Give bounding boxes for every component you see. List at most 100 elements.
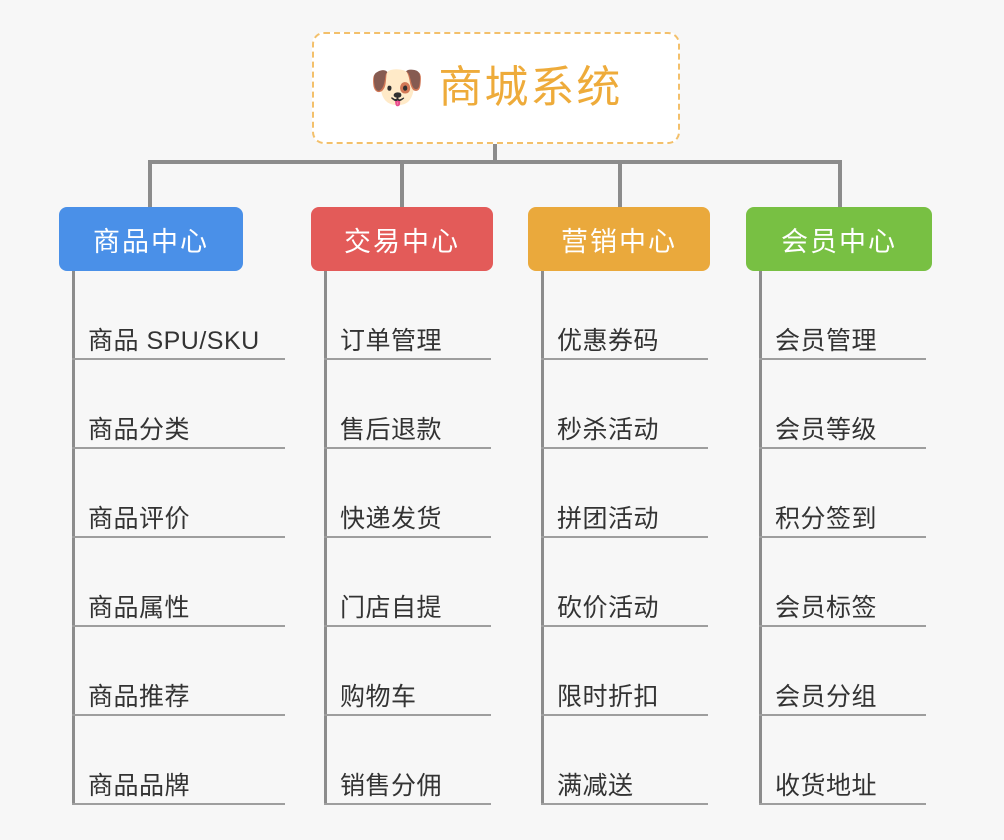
leaf-item-label: 砍价活动 — [557, 593, 660, 622]
leaf-item-label: 拼团活动 — [557, 504, 660, 533]
leaf-item-label: 优惠券码 — [557, 326, 660, 355]
leaf-underline — [72, 447, 285, 449]
leaf-underline — [324, 358, 491, 360]
leaf-underline — [541, 625, 708, 627]
leaf-underline — [324, 714, 491, 716]
leaf-item-label: 商品推荐 — [88, 682, 191, 711]
leaf-item[interactable]: 门店自提 — [311, 538, 493, 627]
leaf-item-label: 会员等级 — [775, 415, 878, 444]
column-header-label: 会员中心 — [781, 226, 897, 257]
leaf-item[interactable]: 商品品牌 — [59, 716, 285, 805]
connector-drop-member-center — [838, 160, 842, 208]
leaf-item[interactable]: 订单管理 — [311, 271, 493, 360]
connector-spine-trade-center — [324, 271, 327, 805]
leaf-item-label: 限时折扣 — [557, 682, 660, 711]
leaf-item[interactable]: 商品 SPU/SKU — [59, 271, 285, 360]
leaf-item[interactable]: 砍价活动 — [528, 538, 710, 627]
leaf-item[interactable]: 收货地址 — [746, 716, 932, 805]
leaf-item-label: 订单管理 — [340, 326, 443, 355]
column-header-marketing-center[interactable]: 营销中心 — [528, 207, 710, 271]
leaf-item[interactable]: 购物车 — [311, 627, 493, 716]
leaf-underline — [759, 358, 926, 360]
leaf-item[interactable]: 会员分组 — [746, 627, 932, 716]
root-title: 商城系统 — [438, 63, 623, 112]
connector-spine-marketing-center — [541, 271, 544, 805]
leaf-item-label: 会员标签 — [775, 593, 878, 622]
leaf-item[interactable]: 满减送 — [528, 716, 710, 805]
leaf-item[interactable]: 售后退款 — [311, 360, 493, 449]
leaf-item-label: 门店自提 — [340, 593, 443, 622]
connector-horizontal-bar — [148, 160, 840, 164]
leaf-underline — [759, 447, 926, 449]
leaf-item-label: 收货地址 — [775, 771, 878, 800]
leaf-underline — [541, 536, 708, 538]
leaf-item[interactable]: 秒杀活动 — [528, 360, 710, 449]
column-trade-center: 交易中心订单管理售后退款快递发货门店自提购物车销售分佣 — [311, 207, 493, 805]
leaf-item[interactable]: 限时折扣 — [528, 627, 710, 716]
leaf-item[interactable]: 会员管理 — [746, 271, 932, 360]
leaf-item[interactable]: 商品评价 — [59, 449, 285, 538]
leaf-stack-member-center: 会员管理会员等级积分签到会员标签会员分组收货地址 — [746, 271, 932, 805]
leaf-item-label: 商品分类 — [88, 415, 191, 444]
leaf-item-label: 购物车 — [340, 682, 417, 711]
column-marketing-center: 营销中心优惠券码秒杀活动拼团活动砍价活动限时折扣满减送 — [528, 207, 710, 805]
connector-drop-product-center — [148, 160, 152, 208]
leaf-stack-trade-center: 订单管理售后退款快递发货门店自提购物车销售分佣 — [311, 271, 493, 805]
leaf-underline — [72, 625, 285, 627]
column-header-label: 商品中心 — [93, 226, 209, 257]
leaf-underline — [759, 803, 926, 805]
leaf-underline — [541, 358, 708, 360]
column-header-member-center[interactable]: 会员中心 — [746, 207, 932, 271]
leaf-item[interactable]: 商品属性 — [59, 538, 285, 627]
column-header-label: 交易中心 — [344, 226, 460, 257]
leaf-item-label: 会员分组 — [775, 682, 878, 711]
leaf-underline — [759, 625, 926, 627]
leaf-item-label: 商品品牌 — [88, 771, 191, 800]
leaf-item[interactable]: 积分签到 — [746, 449, 932, 538]
leaf-stack-marketing-center: 优惠券码秒杀活动拼团活动砍价活动限时折扣满减送 — [528, 271, 710, 805]
leaf-item[interactable]: 优惠券码 — [528, 271, 710, 360]
leaf-item[interactable]: 拼团活动 — [528, 449, 710, 538]
leaf-item[interactable]: 会员标签 — [746, 538, 932, 627]
column-header-product-center[interactable]: 商品中心 — [59, 207, 243, 271]
leaf-underline — [72, 536, 285, 538]
leaf-item-label: 商品 SPU/SKU — [88, 326, 260, 355]
leaf-underline — [759, 536, 926, 538]
leaf-item-label: 销售分佣 — [340, 771, 443, 800]
column-header-trade-center[interactable]: 交易中心 — [311, 207, 493, 271]
root-node[interactable]: 🐶 商城系统 — [312, 32, 680, 144]
leaf-item[interactable]: 商品推荐 — [59, 627, 285, 716]
column-header-label: 营销中心 — [561, 226, 677, 257]
leaf-item-label: 秒杀活动 — [557, 415, 660, 444]
leaf-item-label: 积分签到 — [775, 504, 878, 533]
leaf-item-label: 售后退款 — [340, 415, 443, 444]
leaf-item[interactable]: 会员等级 — [746, 360, 932, 449]
leaf-item[interactable]: 快递发货 — [311, 449, 493, 538]
leaf-underline — [541, 803, 708, 805]
connector-spine-member-center — [759, 271, 762, 805]
leaf-item-label: 商品评价 — [88, 504, 191, 533]
leaf-underline — [541, 714, 708, 716]
leaf-stack-product-center: 商品 SPU/SKU 商品分类商品评价商品属性商品推荐商品品牌 — [59, 271, 285, 805]
leaf-underline — [541, 447, 708, 449]
leaf-item-label: 快递发货 — [340, 504, 443, 533]
leaf-underline — [324, 536, 491, 538]
leaf-underline — [324, 447, 491, 449]
dog-face-icon: 🐶 — [369, 63, 425, 112]
leaf-underline — [324, 803, 491, 805]
leaf-underline — [72, 803, 285, 805]
leaf-item-label: 满减送 — [557, 771, 634, 800]
column-product-center: 商品中心商品 SPU/SKU 商品分类商品评价商品属性商品推荐商品品牌 — [59, 207, 285, 805]
leaf-underline — [759, 714, 926, 716]
connector-root-stem — [493, 144, 497, 164]
leaf-underline — [72, 714, 285, 716]
leaf-item[interactable]: 销售分佣 — [311, 716, 493, 805]
leaf-underline — [72, 358, 285, 360]
leaf-item-label: 会员管理 — [775, 326, 878, 355]
leaf-item[interactable]: 商品分类 — [59, 360, 285, 449]
column-member-center: 会员中心会员管理会员等级积分签到会员标签会员分组收货地址 — [746, 207, 932, 805]
leaf-item-label: 商品属性 — [88, 593, 191, 622]
connector-spine-product-center — [72, 271, 75, 805]
connector-drop-trade-center — [400, 160, 404, 208]
